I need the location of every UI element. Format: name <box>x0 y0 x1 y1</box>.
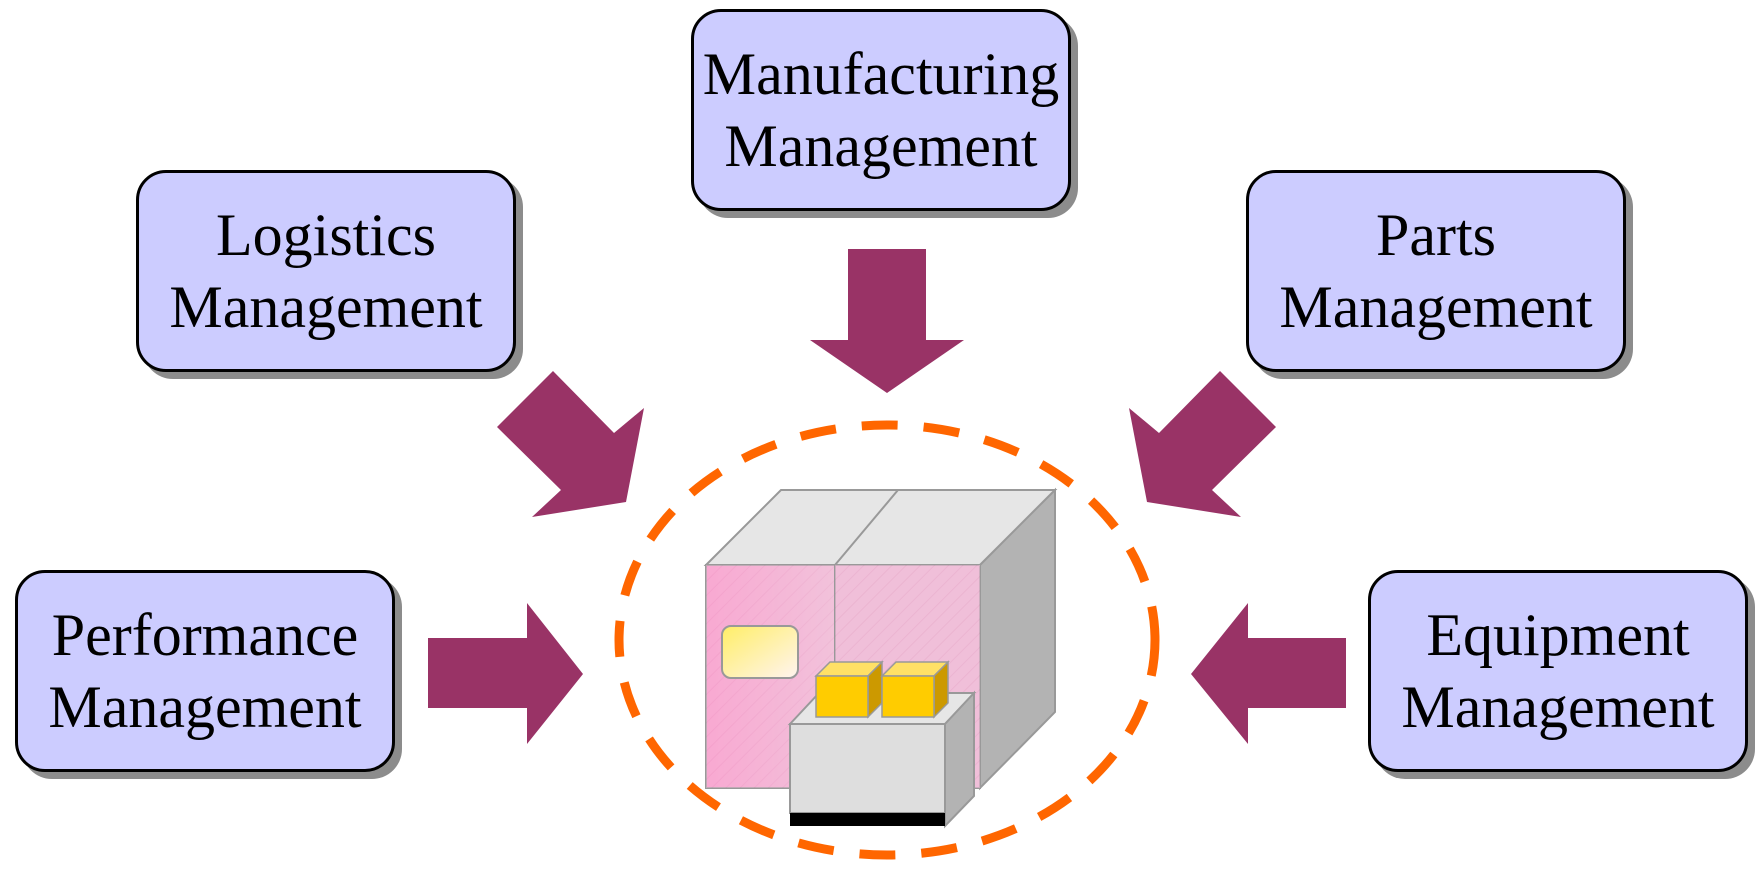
machine-window <box>721 625 799 679</box>
node-parts-management: Parts Management <box>1246 170 1626 372</box>
node-logistics-management: Logistics Management <box>136 170 516 372</box>
node-performance-management: Performance Management <box>15 570 395 772</box>
manufacturing-machine-icon <box>703 487 1058 829</box>
node-label: Manufacturing Management <box>702 41 1060 179</box>
arrow-logistics-to-center <box>497 371 644 517</box>
node-equipment-management: Equipment Management <box>1368 570 1748 772</box>
node-label: Logistics Management <box>169 202 483 340</box>
arrow-equipment-to-center <box>1191 603 1346 744</box>
yellow-part-right <box>880 660 950 719</box>
yellow-part-left <box>814 660 884 719</box>
node-label: Parts Management <box>1279 202 1593 340</box>
node-label: Performance Management <box>48 602 362 740</box>
arrow-performance-to-center <box>428 603 583 744</box>
node-manufacturing-management: Manufacturing Management <box>691 9 1071 211</box>
node-label: Equipment Management <box>1401 602 1715 740</box>
arrow-parts-to-center <box>1129 371 1276 517</box>
arrow-manufacturing-to-center <box>810 249 964 393</box>
conveyor-base <box>790 813 945 826</box>
center-dashed-circle <box>614 420 1160 860</box>
